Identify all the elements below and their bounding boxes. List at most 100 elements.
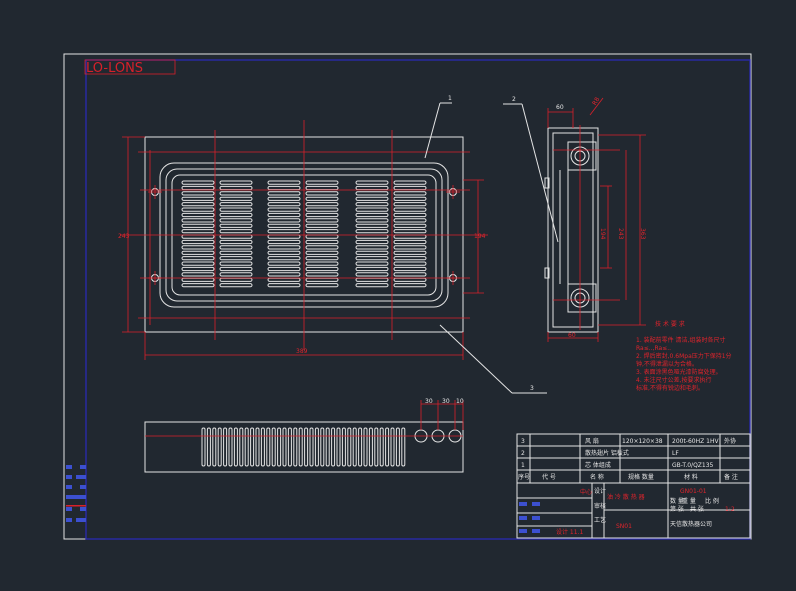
- tb-marker: [519, 502, 527, 506]
- vent-slot: [393, 256, 427, 261]
- side-marker: [66, 465, 86, 522]
- bottom-view: 30 30 10: [144, 398, 464, 473]
- vent-slot: [219, 218, 253, 223]
- vent-slot: [219, 207, 253, 212]
- tb-row-material: LF: [672, 450, 679, 457]
- vent-slot: [355, 223, 389, 228]
- vent-slot: [219, 191, 253, 196]
- tb-row-material: GB-T.0/QZ135: [672, 462, 714, 469]
- fin-slot: [379, 427, 384, 467]
- vent-slot: [393, 185, 427, 191]
- vent-slot: [267, 239, 301, 245]
- vent-slot: [219, 277, 253, 282]
- vent-slot: [267, 277, 301, 282]
- front-view: 389 243 194 1 3: [118, 95, 547, 394]
- vent-slot: [355, 272, 389, 277]
- tb-marker: [532, 529, 540, 533]
- vent-slot: [393, 223, 427, 228]
- outer-frame: [63, 53, 752, 540]
- vent-slot: [219, 239, 253, 245]
- vent-slot: [305, 212, 339, 218]
- fin-slot: [287, 427, 292, 467]
- tb-row-name: 芯 体组成: [585, 461, 611, 469]
- vent-slot: [219, 256, 253, 261]
- vent-slot: [355, 266, 389, 272]
- fin-slot: [374, 427, 379, 467]
- vent-slot: [355, 245, 389, 250]
- vent-slot: [355, 212, 389, 218]
- tb-h-note: 备 注: [724, 473, 738, 481]
- tb-row-material: 200t-60HZ 1HV: [672, 438, 719, 445]
- vent-slot: [355, 191, 389, 196]
- tb-weight-label: 重 量: [682, 497, 696, 505]
- leader-2: 2: [512, 96, 516, 103]
- fin-slot: [352, 427, 357, 467]
- tb-marker: [532, 502, 540, 506]
- fin-slot: [363, 427, 368, 467]
- stamp-box: [84, 59, 176, 75]
- fin-slot: [293, 427, 298, 467]
- vent-slot: [267, 245, 301, 250]
- tb-label-process: 工艺: [594, 516, 606, 524]
- vent-slot: [305, 185, 339, 191]
- stamp-text: LO-LONS: [86, 61, 143, 76]
- tb-qty-label: 数 量: [670, 497, 684, 505]
- fin-slot: [298, 427, 303, 467]
- vent-slot: [219, 234, 253, 239]
- tb-h-no: 序号: [518, 473, 530, 481]
- tech-notes: 技 术 要 求 1. 装配前零件 清洁,组装时各尺寸 Ra≤..,Ra≤..2.…: [636, 320, 732, 392]
- vent-slot: [305, 261, 339, 266]
- fin-slot: [325, 427, 330, 467]
- vent-slot: [267, 229, 301, 234]
- vent-slot: [181, 212, 215, 218]
- vent-slot: [181, 239, 215, 245]
- tb-code-label: SN01: [616, 523, 632, 530]
- vent-slot: [219, 185, 253, 191]
- vent-slot: [181, 245, 215, 250]
- vent-slot: [305, 191, 339, 196]
- vent-slot: [393, 207, 427, 212]
- vent-slot: [305, 234, 339, 239]
- vent-slot: [181, 196, 215, 201]
- tb-sheet-label: 第 张: [670, 505, 684, 513]
- vent-slot: [355, 234, 389, 239]
- vent-slot: [267, 180, 301, 185]
- vent-slot: [305, 180, 339, 185]
- tb-company: 天信散热器公司: [670, 520, 712, 528]
- vent-slot: [267, 207, 301, 212]
- vent-slot: [305, 250, 339, 255]
- fin-slot: [368, 427, 373, 467]
- vent-slot: [393, 218, 427, 223]
- vent-slot: [219, 223, 253, 228]
- fin-slot: [331, 427, 336, 467]
- vent-slot: [219, 250, 253, 255]
- tb-marker: [519, 529, 527, 533]
- fin-slot: [336, 427, 341, 467]
- tb-row-name: 风 扇: [585, 437, 599, 445]
- vent-slot: [305, 277, 339, 282]
- dim-front-width: 389: [296, 348, 308, 355]
- vent-slot: [267, 261, 301, 266]
- vent-slot: [355, 283, 389, 288]
- vent-slot: [393, 261, 427, 266]
- vent-slot: [305, 256, 339, 261]
- vent-slot: [305, 223, 339, 228]
- vent-slot: [219, 202, 253, 207]
- vent-slot: [393, 239, 427, 245]
- vent-slot: [305, 239, 339, 245]
- side-view: 60 R8 363 243 194 60 2: [503, 96, 646, 342]
- tech-note-line: 钟,不得泄漏以为合格。: [636, 360, 698, 368]
- vent-slot: [393, 250, 427, 255]
- vent-slot: [355, 250, 389, 255]
- vent-slot: [355, 239, 389, 245]
- fin-slot: [395, 427, 400, 467]
- fin-slot: [271, 427, 276, 467]
- vent-slot: [393, 229, 427, 234]
- dim-side-h2: 243: [617, 228, 624, 240]
- vent-slot: [267, 283, 301, 288]
- vent-slot: [181, 218, 215, 223]
- tech-note-line: 1. 装配前零件 清洁,组装时各尺寸: [636, 336, 725, 344]
- vent-slot: [355, 180, 389, 185]
- dim-side-h1: 363: [639, 228, 646, 240]
